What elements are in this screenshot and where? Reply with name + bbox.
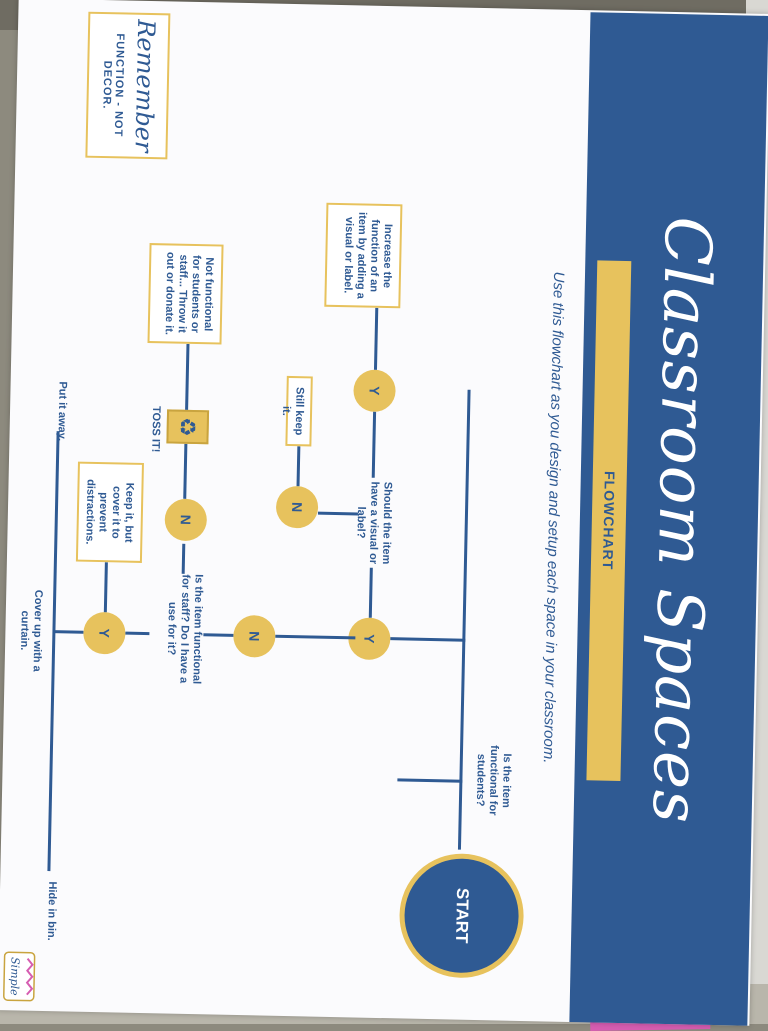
yes-node: Y [82,611,126,655]
instruction-text: Use this flowchart as you design and set… [539,271,568,764]
simple-logo-icon: Simple [3,951,36,1002]
question-visual: Should the item have a visual or label? [354,481,394,565]
connector [275,634,356,640]
recycle-bin-icon: ♻ [166,409,210,445]
increase-function-box: Increase the function of an item by addi… [324,202,403,309]
not-functional-box: Not functional for students or staff... … [147,243,224,345]
connector [296,446,301,487]
connector [390,637,466,642]
no-node: N [232,614,276,658]
connector [373,307,379,370]
subtitle-bar: FLOWCHART [586,260,632,782]
logo-text: Simple [8,957,22,996]
still-keep-box: Still keep it. [280,375,313,447]
toss-label: TOSS IT! [149,405,163,453]
connector [53,630,84,634]
connector [368,567,373,618]
connector [317,511,358,516]
hide-label: Hide in bin. [44,881,59,941]
connector [185,343,190,410]
connector [103,562,108,613]
put-away-label: Put it away. [55,381,69,442]
connector [371,411,377,478]
remember-title: Remember [129,19,161,153]
header-banner: Classroom Spaces FLOWCHART [569,12,768,1026]
remember-text: FUNCTION - NOT DECOR. [100,33,126,138]
question-staff: Is the item functional for staff? Do I h… [164,574,205,685]
connector [125,631,150,636]
keep-cover-box: Keep it, but cover it to prevent distrac… [75,461,144,563]
connector [203,633,234,637]
connector [47,431,60,872]
yes-node: Y [353,369,396,413]
start-node: START [398,852,525,979]
page-title: Classroom Spaces [637,215,725,825]
connector [397,778,463,783]
connector [181,543,186,574]
subtitle-label: FLOWCHART [599,470,618,571]
question-students: Is the item functional for students? [473,745,513,816]
remember-box: Remember FUNCTION - NOT DECOR. [85,11,171,160]
no-node: N [275,485,319,529]
curtain-label: Cover up with a curtain. [18,589,45,672]
no-node: N [164,498,208,542]
connector [183,443,188,499]
